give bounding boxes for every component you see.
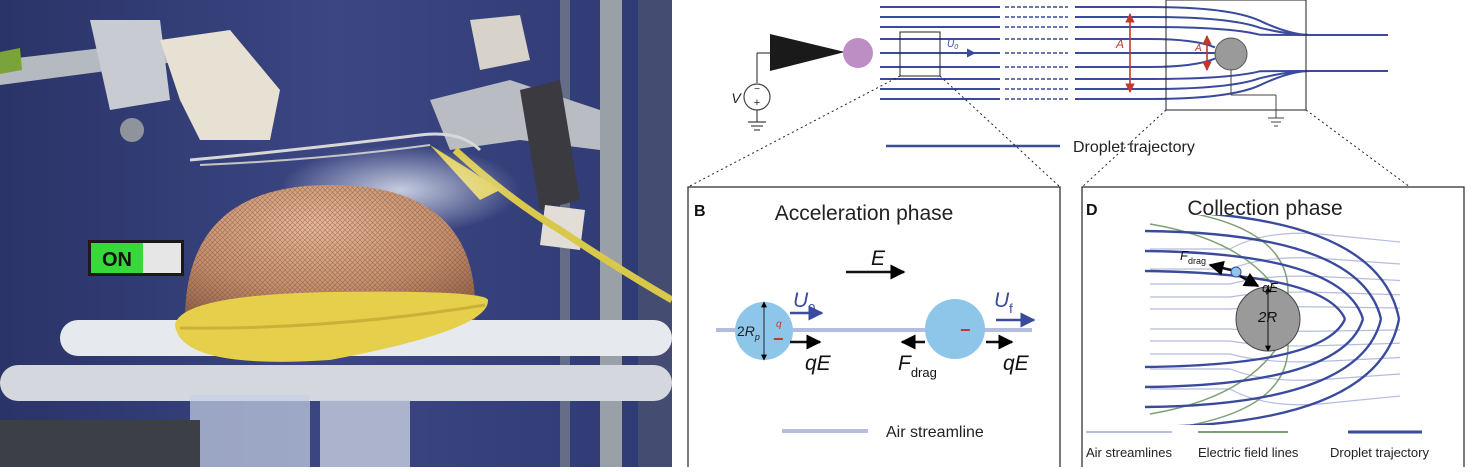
experiment-photo: ON bbox=[0, 0, 672, 467]
emitter-nozzle bbox=[770, 34, 845, 71]
trajectory-deflected bbox=[1075, 27, 1388, 35]
panel-b-letter: B bbox=[694, 203, 706, 220]
polarity-minus: − bbox=[754, 84, 760, 95]
on-switch: ON bbox=[88, 240, 184, 276]
legend-trajectory-label: Droplet trajectory bbox=[1073, 139, 1195, 156]
zoom-line-b-left bbox=[688, 76, 900, 187]
diagram-svg: − + V U0 A A Droplet trajectory bbox=[672, 0, 1476, 467]
photo-illustration: ON bbox=[0, 0, 672, 467]
beaker bbox=[190, 395, 310, 467]
switch-label: ON bbox=[102, 249, 132, 271]
charge-sign-initial: − bbox=[773, 329, 784, 349]
zoom-line-d-right bbox=[1306, 110, 1410, 187]
clamp-base bbox=[0, 420, 200, 467]
emitted-droplet bbox=[843, 38, 873, 68]
diagram-panels: − + V U0 A A Droplet trajectory bbox=[672, 0, 1476, 467]
voltage-label: V bbox=[731, 90, 742, 106]
velocity-label-a: U0 bbox=[947, 39, 958, 51]
field-label: E bbox=[871, 247, 886, 270]
amplitude-label-large: A bbox=[1115, 37, 1124, 51]
panel-a: − + V U0 A A Droplet trajectory bbox=[688, 0, 1410, 187]
legend-trajectory-d-label: Droplet trajectory bbox=[1330, 445, 1429, 460]
collector-radius-label: 2R bbox=[1257, 309, 1277, 326]
legend-field-label: Electric field lines bbox=[1198, 445, 1299, 460]
clamp-knob bbox=[120, 118, 144, 142]
collector-sphere bbox=[1215, 38, 1247, 70]
polarity-plus: + bbox=[754, 97, 760, 109]
legend-air-label: Air streamlines bbox=[1086, 445, 1172, 460]
droplet-d bbox=[1231, 267, 1241, 277]
droplet-final bbox=[925, 299, 985, 359]
panel-b-title: Acceleration phase bbox=[775, 202, 954, 225]
amplitude-label-small: A bbox=[1194, 43, 1202, 54]
qe-label-d: qE bbox=[1262, 280, 1278, 295]
support-rod-lower bbox=[0, 365, 672, 401]
qe-label-final: qE bbox=[1003, 352, 1030, 375]
panel-b: B Acceleration phase E 2Rp q − U0 qE − F… bbox=[688, 187, 1060, 467]
zoom-line-b-right bbox=[940, 76, 1060, 187]
trajectory-captured bbox=[1075, 39, 1215, 47]
panel-d-title: Collection phase bbox=[1187, 197, 1342, 220]
qe-label-initial: qE bbox=[805, 352, 832, 375]
legend-streamline-label: Air streamline bbox=[886, 424, 984, 441]
charge-sign-final: − bbox=[960, 320, 971, 340]
panel-d-letter: D bbox=[1086, 202, 1098, 219]
trajectory-captured bbox=[1075, 59, 1215, 67]
panel-d: D Collection phase 2R Fdrag qE Air strea… bbox=[1082, 187, 1464, 467]
